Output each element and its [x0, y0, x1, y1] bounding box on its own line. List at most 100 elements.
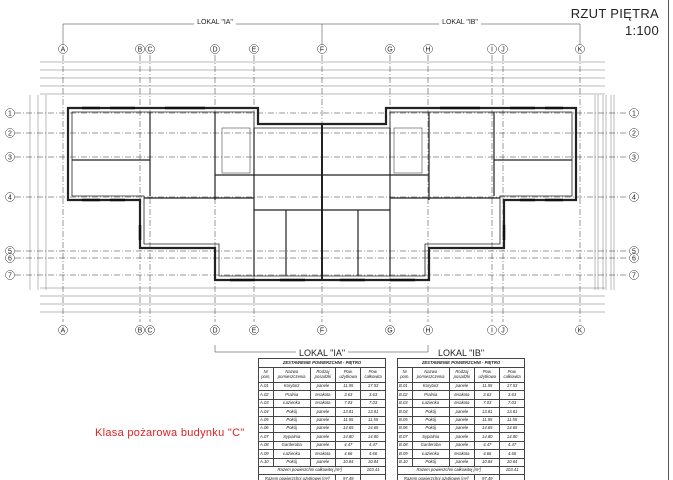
- table-cell: Pralnia: [272, 390, 311, 400]
- table-cell: 14.80: [360, 432, 386, 442]
- axis-label: J: [501, 47, 505, 54]
- axis-label: 2: [8, 131, 12, 138]
- axis-label: 3: [632, 155, 636, 162]
- table-cell: 3.63: [360, 390, 386, 400]
- table-cell: A.05: [258, 415, 274, 425]
- table-cell: panele: [309, 457, 337, 467]
- table-title-ia: LOKAL "IA": [295, 348, 349, 358]
- table-cell: panele: [448, 457, 476, 467]
- axis-marker-D-top: D: [210, 44, 220, 54]
- column-header: Pow. użytkowa: [335, 367, 362, 383]
- column-header: Rodzaj posadzki: [448, 367, 476, 383]
- table-cell: 4.47: [335, 440, 362, 451]
- table-cell: 17.53: [499, 381, 525, 392]
- axis-marker-C-bottom: C: [145, 325, 155, 335]
- table-cell: B.06: [397, 423, 413, 434]
- table-cell: 13.81: [360, 407, 386, 417]
- table-cell: 14.65: [360, 423, 386, 434]
- usable-label: Razem powierzchni użytkowej [m²]: [257, 474, 337, 480]
- table-cell: 14.80: [474, 432, 501, 442]
- table-cell: 10.84: [499, 457, 525, 467]
- table-cell: 11.55: [335, 381, 362, 392]
- axis-marker-C-top: C: [145, 44, 155, 54]
- table-cell: B.07: [397, 432, 413, 442]
- axis-label: 6: [632, 256, 636, 263]
- table-cell: Pokój: [272, 423, 311, 434]
- axis-label: 1: [632, 111, 636, 118]
- table-cell: 13.81: [499, 407, 525, 417]
- dimension-lines: [29, 23, 615, 353]
- axis-marker-2-right: 2: [629, 128, 639, 138]
- table-cell: Korytarz: [411, 381, 450, 392]
- table-cell: 14.65: [499, 423, 525, 434]
- table-cell: 3.63: [499, 390, 525, 400]
- table-cell: A.08: [258, 440, 274, 451]
- axis-label: G: [387, 328, 392, 335]
- axis-label: K: [578, 328, 583, 335]
- axis-label: 5: [632, 249, 636, 256]
- table-cell: panele: [309, 415, 337, 425]
- table-cell: Łazienka: [411, 449, 450, 459]
- column-header: Pow. całkowita: [499, 367, 525, 383]
- axis-marker-H-top: H: [423, 44, 433, 54]
- axis-label: K: [578, 47, 583, 54]
- axis-label: H: [425, 328, 430, 335]
- axis-marker-G-top: G: [385, 44, 395, 54]
- axis-label: H: [425, 47, 430, 54]
- table-cell: Łazienka: [411, 398, 450, 409]
- axis-marker-3-left: 3: [5, 152, 15, 162]
- table-cell: 10.84: [335, 457, 362, 467]
- table-cell: terakota: [309, 449, 337, 459]
- table-caption: ZESTAWIENIE POWIERZCHNI - PIĘTRO: [258, 358, 386, 368]
- axis-marker-J-top: J: [498, 44, 508, 54]
- axis-marker-4-left: 4: [5, 192, 15, 202]
- table-cell: Pokój: [411, 407, 450, 417]
- axis-marker-J-bottom: J: [498, 325, 508, 335]
- table-cell: Korytarz: [272, 381, 311, 392]
- table-cell: 13.81: [335, 407, 362, 417]
- axis-label: E: [252, 328, 257, 335]
- table-cell: panele: [448, 432, 476, 442]
- axis-label: 4: [632, 195, 636, 202]
- table-title-ib: LOKAL "IB": [434, 348, 488, 358]
- unit-label-ia: LOKAL "IA": [194, 19, 236, 26]
- table-cell: B.08: [397, 440, 413, 451]
- table-cell: 4.47: [474, 440, 501, 451]
- axis-marker-E-top: E: [249, 44, 259, 54]
- table-cell: 14.80: [335, 432, 362, 442]
- table-cell: B.01: [397, 381, 413, 392]
- table-cell: Łazienka: [272, 449, 311, 459]
- column-header: Nazwa pomieszczenia: [411, 367, 450, 383]
- table-cell: 4.47: [360, 440, 386, 451]
- unit-label-ib: LOKAL "IB": [439, 19, 481, 26]
- table-cell: Pokój: [272, 407, 311, 417]
- table-cell: B.09: [397, 449, 413, 459]
- axis-label: B: [138, 328, 143, 335]
- table-cell: terakota: [448, 449, 476, 459]
- building-outline: [66, 106, 578, 282]
- table-cell: 4.66: [360, 449, 386, 459]
- table-cell: A.04: [258, 407, 274, 417]
- table-cell: Pokój: [411, 415, 450, 425]
- table-cell: panele: [448, 440, 476, 451]
- table-cell: 3.63: [474, 390, 501, 400]
- table-cell: A.02: [258, 390, 274, 400]
- table-cell: B.05: [397, 415, 413, 425]
- table-cell: 10.84: [474, 457, 501, 467]
- usable-row: Razem powierzchni użytkowej [m²]97.49: [396, 474, 525, 480]
- axis-label: C: [147, 328, 152, 335]
- total-value: 103.41: [499, 465, 525, 476]
- table-cell: panele: [309, 381, 337, 392]
